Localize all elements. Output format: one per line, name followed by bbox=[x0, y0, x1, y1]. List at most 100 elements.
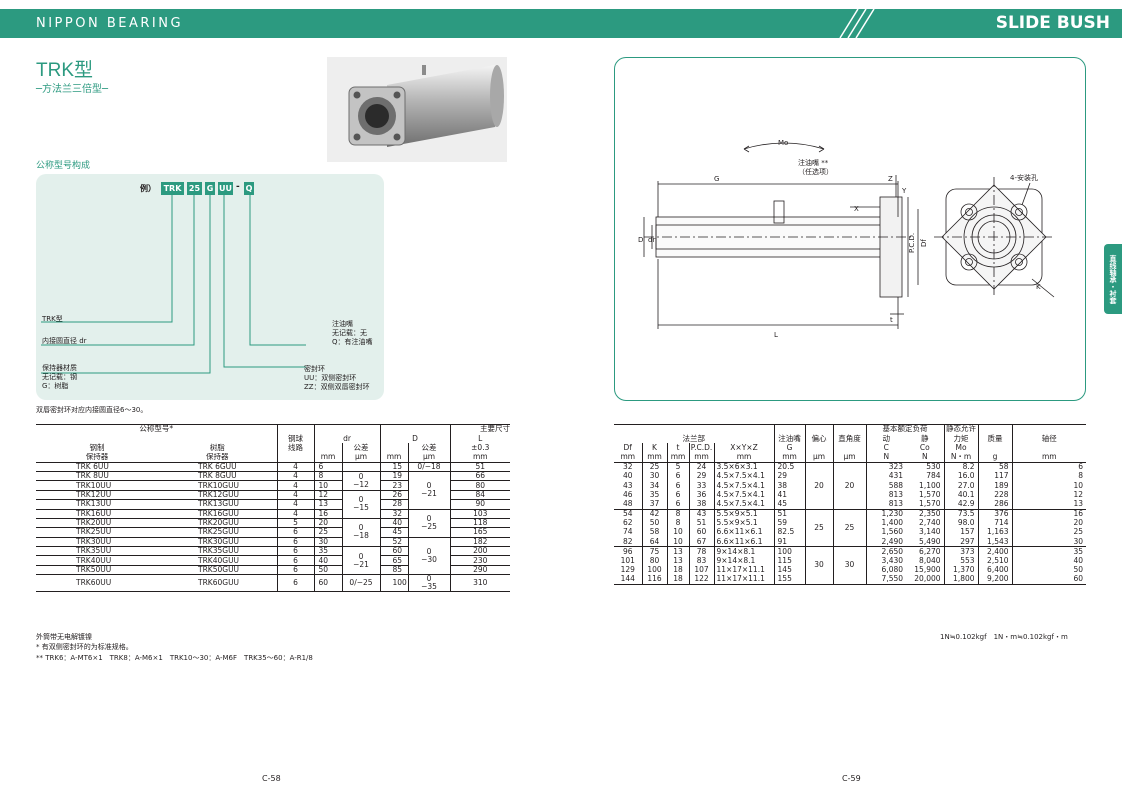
cell-balls: 6 bbox=[276, 527, 314, 538]
cell-k: 42 bbox=[641, 509, 667, 519]
cell-d: 26 bbox=[379, 490, 408, 501]
cell-df: 32 bbox=[622, 462, 633, 471]
cell-xyz: 11×17×11.1 bbox=[713, 565, 775, 575]
cell-co: 3,140 bbox=[919, 527, 941, 537]
h-blank bbox=[1011, 443, 1087, 453]
dim-pcd: P.C.D. bbox=[908, 233, 916, 253]
cell-t: 10 bbox=[666, 527, 689, 538]
cell-k: 100 bbox=[641, 565, 667, 575]
cell-l: 290 bbox=[449, 565, 510, 576]
h-blank bbox=[977, 443, 1013, 453]
cell-co: 2,350 bbox=[919, 509, 941, 518]
d-tol-value: 0 bbox=[426, 514, 432, 524]
cell-xyz: 4.5×7.5×4.1 bbox=[713, 499, 775, 510]
cell-g: 100 bbox=[773, 546, 806, 556]
cell-co: 8,040 bbox=[919, 555, 941, 565]
cell-g: 91 bbox=[773, 537, 806, 548]
h-unit: mm bbox=[688, 452, 714, 463]
h-blank bbox=[832, 443, 867, 453]
cell-mass: 1,163 bbox=[977, 527, 1013, 538]
cell-mass: 58 bbox=[977, 462, 1013, 472]
label-cage-2: 无记载：钢 bbox=[42, 373, 77, 381]
cell-xyz: 6.6×11×6.1 bbox=[713, 527, 775, 538]
cell-resin-model: TRK30GUU bbox=[158, 537, 277, 548]
unit-note: 1N≒0.102kgf 1N・m≒0.102kgf・m bbox=[940, 633, 1068, 641]
cell-k: 34 bbox=[641, 480, 667, 491]
h-blank bbox=[977, 423, 1013, 434]
cell-k: 75 bbox=[641, 546, 667, 556]
cell-steel-model: TRK30UU bbox=[36, 537, 158, 548]
cell-g: 59 bbox=[773, 518, 806, 528]
dim-t: t bbox=[890, 316, 893, 324]
cell-l: 310 bbox=[449, 574, 510, 593]
cell-d: 65 bbox=[379, 555, 408, 566]
h-unit: mm bbox=[641, 452, 667, 463]
cell-mo: 1,800 bbox=[943, 574, 979, 585]
cell-xyz: 4.5×7.5×4.1 bbox=[713, 490, 775, 500]
cell-xyz: 9×14×8.1 bbox=[713, 555, 775, 566]
cell-df: 96 bbox=[622, 546, 633, 556]
cell-g: 41 bbox=[773, 490, 806, 500]
h-unit: N・m bbox=[943, 452, 979, 463]
cell-xyz: 4.5×7.5×4.1 bbox=[713, 480, 775, 491]
dr-tol-value: −18 bbox=[353, 531, 369, 541]
h-blank bbox=[276, 423, 314, 434]
left-note-3: ** TRK6：A-MT6×1 TRK8：A-M6×1 TRK10～30：A-M… bbox=[36, 654, 313, 662]
d-tol-value: 0 bbox=[426, 546, 432, 556]
h-main: 主要尺寸 bbox=[449, 423, 510, 434]
cell-mass: 376 bbox=[977, 509, 1013, 519]
dim-holes: 4-安装孔 bbox=[1010, 173, 1038, 182]
label-oil-1: 注油嘴 bbox=[332, 320, 353, 328]
cell-balls: 6 bbox=[276, 555, 314, 566]
cell-balls: 4 bbox=[276, 499, 314, 510]
cell-df: 62 bbox=[622, 518, 633, 528]
cell-co: 1,100 bbox=[919, 480, 941, 490]
cell-balls: 6 bbox=[276, 546, 314, 557]
cell-t: 6 bbox=[666, 480, 689, 491]
cell-dr: 30 bbox=[313, 537, 342, 548]
cell-df: 144 bbox=[614, 574, 642, 585]
h-dyn: 动 bbox=[865, 433, 907, 444]
cell-mo: 40.1 bbox=[943, 490, 979, 500]
cell-resin-model: TRK16GUU bbox=[158, 509, 277, 519]
cell-df: 46 bbox=[622, 490, 633, 499]
cell-c: 1,400 bbox=[865, 518, 907, 528]
brand-name: NIPPON BEARING bbox=[36, 16, 184, 31]
cell-shaft: 6 bbox=[1011, 462, 1087, 472]
code-part-seal: UU bbox=[218, 182, 233, 195]
h-unit: μm bbox=[804, 452, 834, 463]
h-tol: 公差 bbox=[407, 443, 450, 453]
cell-dr: 50 bbox=[313, 565, 342, 576]
code-part-trk: TRK bbox=[161, 182, 184, 195]
d-tol-value: 0 bbox=[426, 481, 432, 491]
cell-steel-model: TRK60UU bbox=[36, 574, 158, 593]
cell-pcd: 43 bbox=[688, 509, 714, 519]
page-number-left: C-58 bbox=[262, 774, 281, 783]
side-tab[interactable]: 直线轴承・衬套 bbox=[1104, 244, 1122, 314]
code-part-oil: Q bbox=[244, 182, 254, 195]
cell-shaft: 8 bbox=[1011, 471, 1087, 481]
cell-g: 29 bbox=[773, 471, 806, 481]
dim-oil: 注油嘴 ** bbox=[798, 158, 829, 167]
cell-k: 80 bbox=[641, 555, 667, 566]
h-resin2: 保持器 bbox=[158, 452, 277, 463]
cell-co: 1,570 bbox=[919, 490, 941, 499]
d-tol-value: −30 bbox=[421, 554, 437, 564]
cell-d: 28 bbox=[379, 499, 408, 510]
h-unit: mm bbox=[614, 452, 642, 463]
cell-pcd: 67 bbox=[688, 537, 714, 548]
cell-ecc: 20 bbox=[804, 462, 834, 510]
